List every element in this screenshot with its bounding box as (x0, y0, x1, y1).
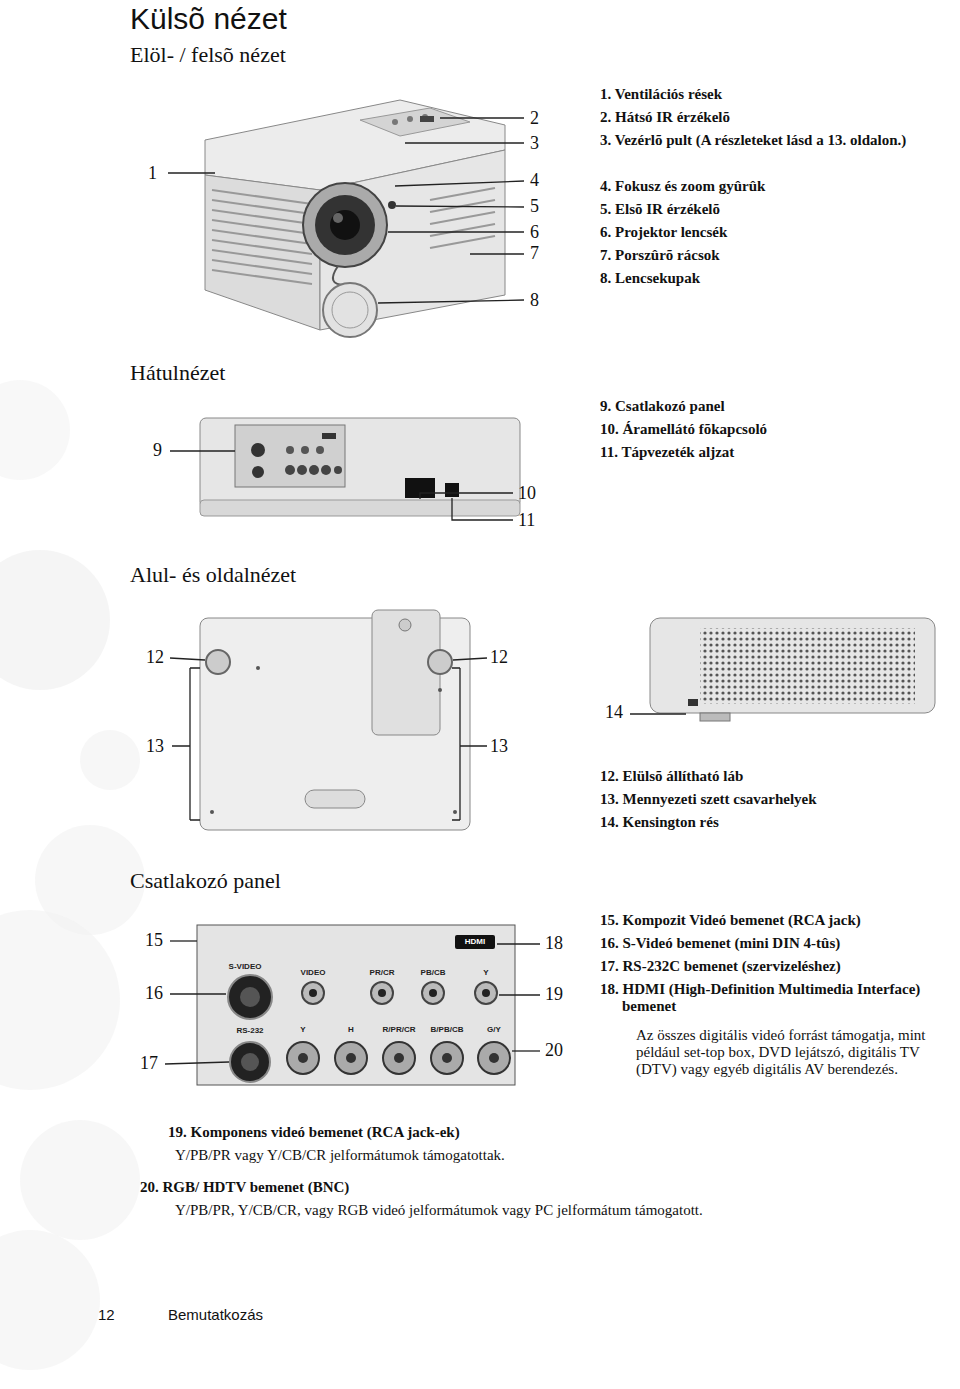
list-item: 2. Hátsó IR érzékelõ (600, 109, 730, 126)
port-label: H (348, 1025, 354, 1034)
callout-number: 14 (605, 702, 623, 723)
callout-number: 18 (545, 933, 563, 954)
callout-number: 11 (518, 510, 535, 531)
callout-number: 9 (153, 440, 162, 461)
callout-number: 12 (490, 647, 508, 668)
list-item: 5. Elsõ IR érzékelõ (600, 201, 720, 218)
callout-number: 16 (145, 983, 163, 1004)
port-label: G/Y (487, 1025, 501, 1034)
rear-view (170, 418, 520, 520)
section-heading: Alul- és oldalnézet (130, 562, 296, 588)
page-title: Külsõ nézet (130, 2, 287, 36)
list-item: 15. Kompozit Videó bemenet (RCA jack) (600, 912, 861, 929)
description-text: Y/PB/PR, Y/CB/CR, vagy RGB videó jelform… (175, 1202, 703, 1219)
callout-number: 3 (530, 133, 539, 154)
callout-number: 1 (148, 163, 157, 184)
description-text: Az összes digitális videó forrást támoga… (636, 1027, 958, 1078)
port-label: VIDEO (301, 968, 326, 977)
description-text: Y/PB/PR vagy Y/CB/CR jelformátumok támog… (175, 1147, 505, 1164)
connector-panel (165, 925, 540, 1085)
list-item: 3. Vezérlõ pult (A részleteket lásd a 13… (600, 132, 960, 149)
section-heading: Elöl- / felsõ nézet (130, 42, 286, 68)
port-label: Y (300, 1025, 305, 1034)
port-label: PR/CR (370, 968, 395, 977)
port-label: S-VIDEO (229, 962, 262, 971)
front-view (168, 100, 524, 337)
footer-text: Bemutatkozás (168, 1306, 263, 1323)
callout-number: 13 (146, 736, 164, 757)
port-label: RS-232 (236, 1026, 263, 1035)
bottom-view (170, 610, 487, 830)
list-item: 13. Mennyezeti szett csavarhelyek (600, 791, 817, 808)
callout-number: 19 (545, 984, 563, 1005)
port-label: PB/CB (421, 968, 446, 977)
section-heading: Csatlakozó panel (130, 868, 281, 894)
port-label: B/PB/CB (431, 1025, 464, 1034)
list-item: 10. Áramellátó fõkapcsoló (600, 421, 767, 438)
callout-number: 7 (530, 243, 539, 264)
port-label: Y (483, 968, 488, 977)
callout-number: 4 (530, 170, 539, 191)
callout-number: 15 (145, 930, 163, 951)
list-item: 1. Ventilációs rések (600, 86, 722, 103)
side-view (630, 618, 935, 721)
list-item: 9. Csatlakozó panel (600, 398, 725, 415)
callout-number: 17 (140, 1053, 158, 1074)
port-label: HDMI (465, 937, 485, 946)
footer-text: 12 (98, 1306, 115, 1323)
list-item: 7. Porszûrõ rácsok (600, 247, 720, 264)
callout-number: 13 (490, 736, 508, 757)
callout-number: 20 (545, 1040, 563, 1061)
list-item: 16. S-Videó bemenet (mini DIN 4-tûs) (600, 935, 840, 952)
list-item: 18. HDMI (High-Definition Multimedia Int… (600, 981, 942, 1015)
port-label: R/PR/CR (383, 1025, 416, 1034)
callout-number: 8 (530, 290, 539, 311)
list-item: 17. RS-232C bemenet (szervizeléshez) (600, 958, 841, 975)
list-item: 12. Elülsõ állítható láb (600, 768, 743, 785)
callout-number: 12 (146, 647, 164, 668)
list-item: 20. RGB/ HDTV bemenet (BNC) (140, 1179, 349, 1196)
list-item: 8. Lencsekupak (600, 270, 700, 287)
callout-number: 5 (530, 196, 539, 217)
list-item: 14. Kensington rés (600, 814, 719, 831)
callout-number: 6 (530, 222, 539, 243)
list-item: 11. Tápvezeték aljzat (600, 444, 734, 461)
background-bubbles (0, 380, 145, 1370)
list-item: 6. Projektor lencsék (600, 224, 727, 241)
list-item: 4. Fokusz és zoom gyûrûk (600, 178, 765, 195)
section-heading: Hátulnézet (130, 360, 225, 386)
callout-number: 2 (530, 108, 539, 129)
callout-number: 10 (518, 483, 536, 504)
list-item: 19. Komponens videó bemenet (RCA jack-ek… (168, 1124, 460, 1141)
